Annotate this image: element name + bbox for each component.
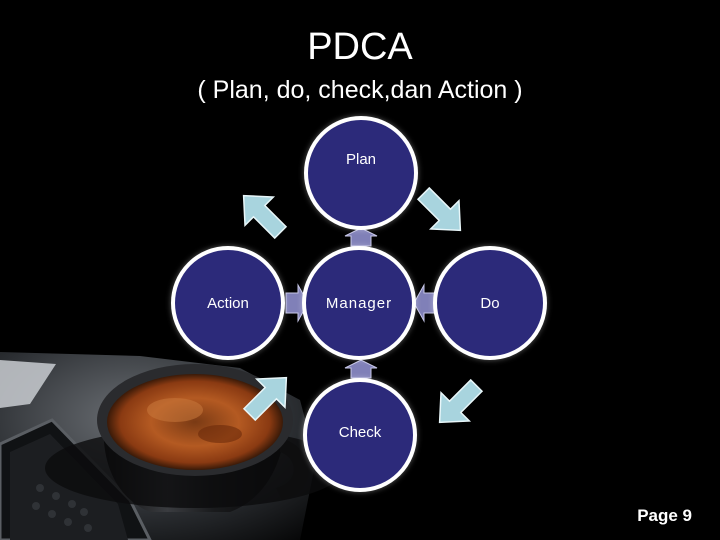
node-manager: Manager xyxy=(302,246,416,360)
node-do: Do xyxy=(433,246,547,360)
node-plan: Plan xyxy=(304,116,418,230)
outer-arrow-to-action xyxy=(242,376,288,422)
node-check-label: Check xyxy=(338,423,382,441)
page-number: Page 9 xyxy=(637,506,692,525)
node-check: Check xyxy=(303,378,417,492)
node-manager-label: Manager xyxy=(325,294,393,312)
node-plan-label: Plan xyxy=(345,150,377,168)
slide-subtitle: ( Plan, do, check,dan Action ) xyxy=(197,76,523,104)
outer-arrow-to-do xyxy=(416,186,462,232)
outer-arrow-to-check xyxy=(438,378,484,424)
inner-arrow-up-from-check xyxy=(344,359,378,379)
node-action: Action xyxy=(171,246,285,360)
node-action-label: Action xyxy=(207,294,249,312)
inner-arrow-up-to-plan xyxy=(344,227,378,247)
node-do-label: Do xyxy=(480,294,500,312)
slide-title: PDCA xyxy=(307,26,413,68)
outer-arrow-to-plan xyxy=(242,194,288,240)
